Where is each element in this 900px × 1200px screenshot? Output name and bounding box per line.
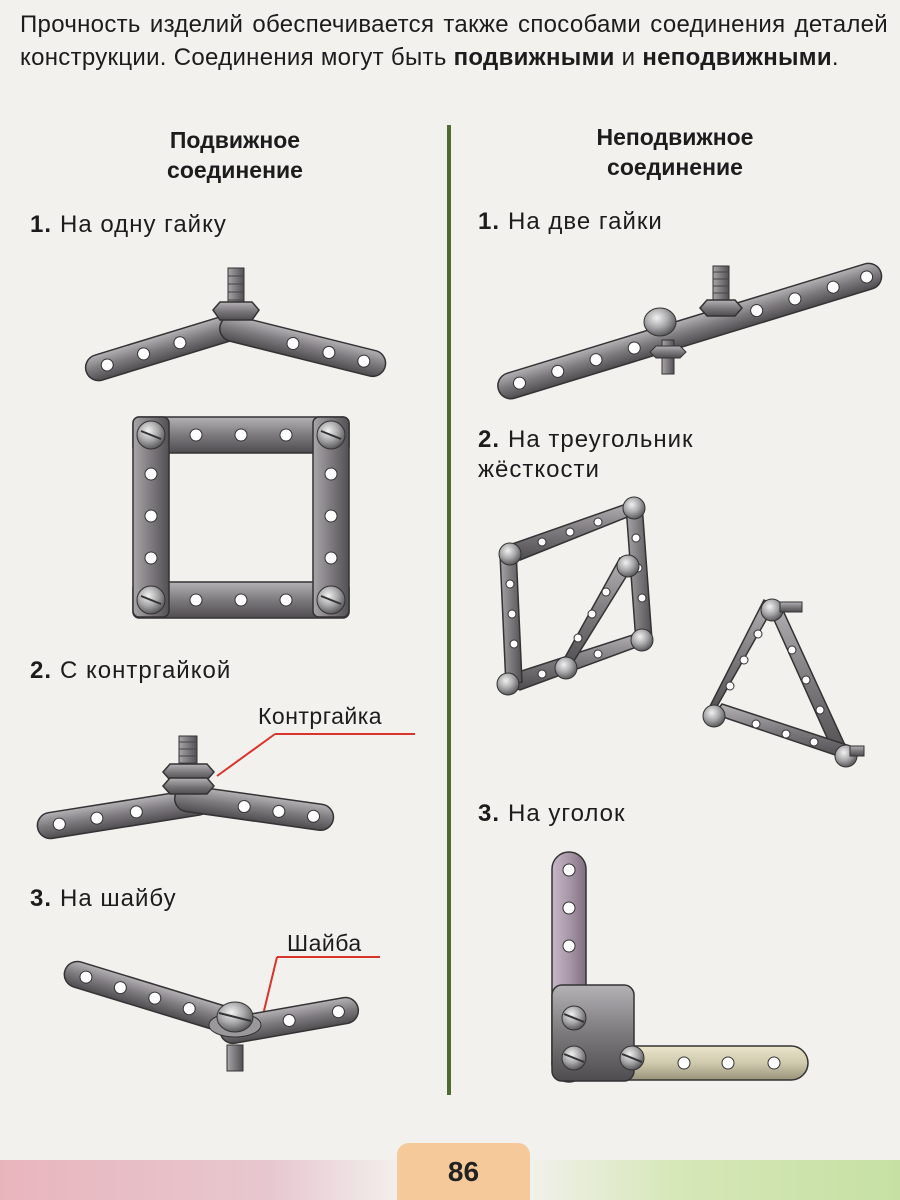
item-text: На шайбу	[60, 885, 177, 912]
item-text: На треугольник	[508, 426, 694, 453]
left-column-heading: Подвижное соединение	[120, 125, 350, 185]
right-column-heading: Неподвижное соединение	[560, 122, 790, 182]
callout-locknut: Контргайка	[258, 703, 383, 729]
figure-rigid-quad	[496, 496, 654, 696]
intro-period: .	[831, 44, 839, 71]
intro-text: Прочность изделий обеспечивается также с…	[20, 11, 888, 71]
page-number: 86	[397, 1143, 530, 1200]
figure-square-frame	[132, 416, 350, 619]
right-heading-line2: соединение	[607, 154, 743, 180]
callout-washer: Шайба	[287, 930, 362, 956]
item-text-line2: жёсткости	[478, 456, 600, 483]
item-number: 1.	[478, 208, 501, 235]
figure-one-nut	[84, 267, 387, 382]
item-text: С контргайкой	[60, 657, 232, 684]
item-number: 2.	[478, 426, 501, 453]
left-heading-line1: Подвижное	[169, 127, 301, 153]
left-heading-line2: соединение	[167, 157, 303, 183]
figure-two-nuts	[497, 262, 883, 400]
left-item-3-label: 3. На шайбу	[30, 884, 177, 914]
item-number: 3.	[478, 800, 501, 827]
figure-locknut	[36, 733, 415, 840]
item-text: На одну гайку	[60, 211, 227, 238]
intro-term-fixed: неподвижными	[642, 44, 832, 71]
left-item-2-label: 2. С контргайкой	[30, 656, 231, 686]
item-number: 1.	[30, 211, 53, 238]
right-item-3-label: 3. На уголок	[478, 799, 626, 829]
right-item-1-label: 1. На две гайки	[478, 207, 663, 237]
intro-paragraph: Прочность изделий обеспечивается также с…	[20, 8, 888, 74]
figure-washer	[63, 956, 380, 1072]
item-number: 2.	[30, 657, 53, 684]
left-item-1-label: 1. На одну гайку	[30, 210, 227, 240]
item-number: 3.	[30, 885, 53, 912]
column-divider	[447, 125, 451, 1095]
figure-corner-bracket	[551, 851, 809, 1083]
item-text: На уголок	[508, 800, 626, 827]
figure-rigid-triangle	[702, 598, 865, 768]
right-item-2-label: 2. На треугольник жёсткости	[478, 425, 694, 485]
right-heading-line1: Неподвижное	[596, 124, 754, 150]
intro-conjunction: и	[614, 44, 643, 71]
item-text: На две гайки	[508, 208, 663, 235]
intro-term-movable: подвижными	[453, 44, 615, 71]
